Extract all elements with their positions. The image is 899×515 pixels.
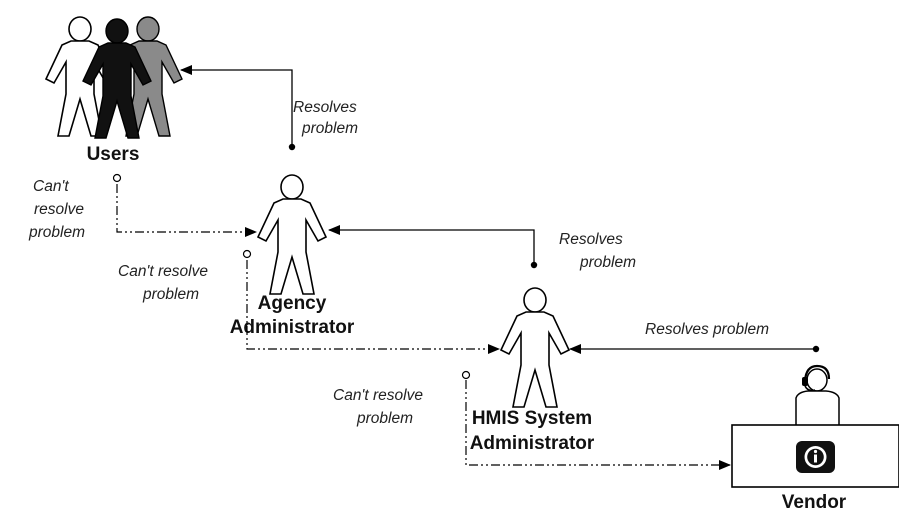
edge-label-hmis-resolves-2: problem	[579, 254, 636, 271]
edge-label-hmis-cant-1: Can't resolve	[333, 387, 423, 404]
edge-label-agency-resolves-1: Resolves	[293, 99, 357, 116]
info-icon	[796, 441, 835, 473]
user-group-icon	[45, 16, 183, 139]
hmis-admin-person-icon	[500, 287, 570, 408]
edge-label-users-cant-2: resolve	[34, 201, 84, 218]
edge-agency-resolves-users	[180, 65, 296, 151]
edge-hmis-escalates-vendor	[461, 370, 731, 470]
edge-label-vendor-resolves: Resolves problem	[645, 321, 769, 338]
edge-label-users-cant-3: problem	[28, 224, 85, 241]
edge-label-agency-resolves-2: problem	[301, 120, 358, 137]
edge-label-hmis-cant-2: problem	[356, 410, 413, 427]
support-agent-icon	[795, 364, 840, 425]
edge-label-agency-cant-1: Can't resolve	[118, 263, 208, 280]
edge-vendor-resolves-hmis	[569, 344, 820, 354]
agency-admin-label-1: Agency	[258, 293, 327, 314]
hmis-admin-label-1: HMIS System	[472, 408, 592, 429]
edge-label-agency-cant-2: problem	[142, 286, 199, 303]
vendor-label: Vendor	[782, 492, 847, 513]
edge-label-users-cant-1: Can't	[33, 178, 69, 195]
agency-admin-label-2: Administrator	[230, 317, 355, 338]
edge-label-hmis-resolves-1: Resolves	[559, 231, 623, 248]
agency-admin-person-icon	[257, 174, 327, 295]
hmis-admin-label-2: Administrator	[470, 433, 595, 454]
edge-agency-escalates-hmis	[242, 249, 500, 354]
edge-users-escalates-agency	[112, 173, 257, 237]
edge-hmis-resolves-agency	[328, 225, 538, 269]
users-label: Users	[87, 144, 140, 165]
